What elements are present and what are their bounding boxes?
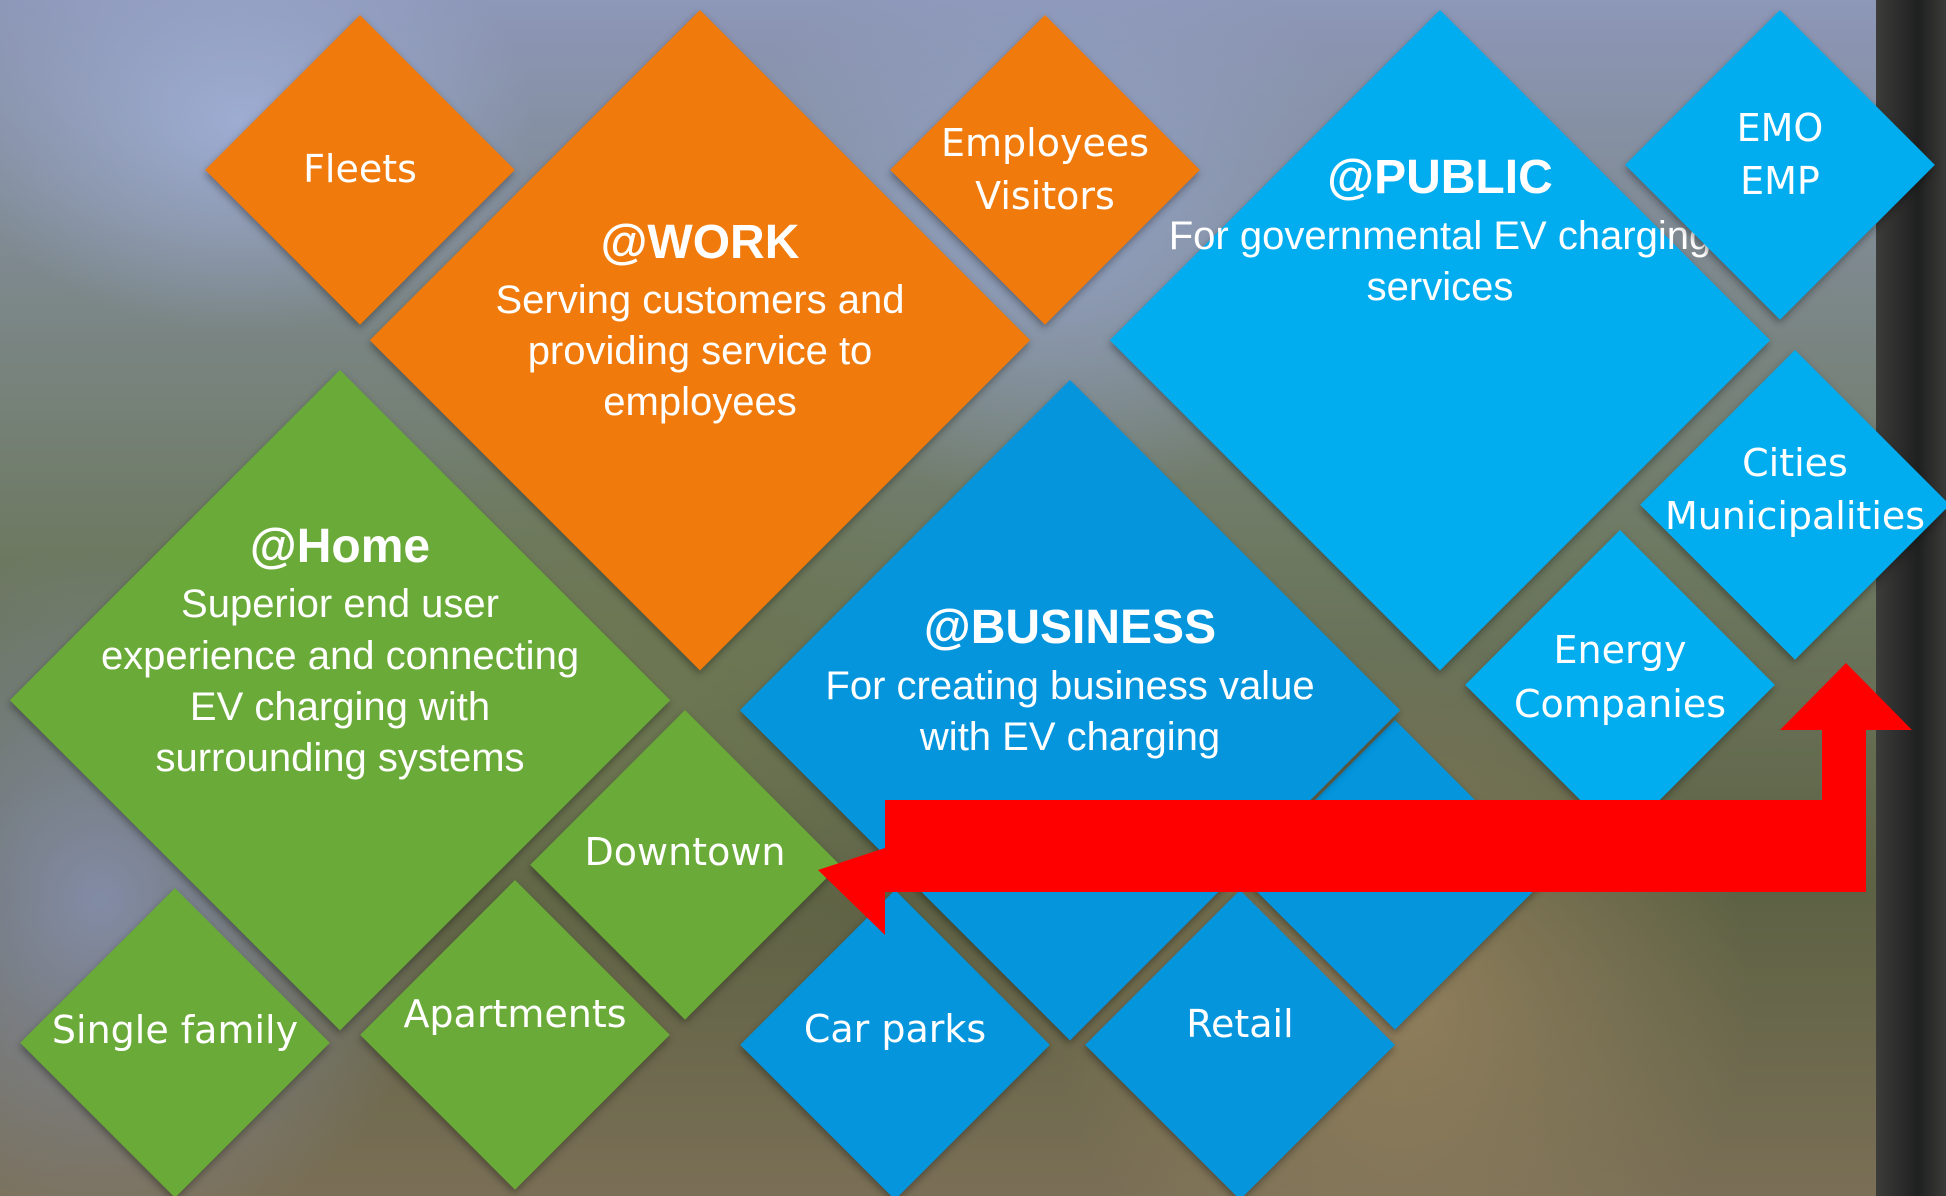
public-body: For governmental EV charging services: [1168, 213, 1712, 309]
business-body: For creating business value with EV char…: [825, 663, 1315, 759]
diamond-apartments: Apartments: [360, 880, 670, 1190]
home-heading: @Home: [249, 519, 431, 573]
energy-companies-label: Energy Companies: [1514, 624, 1726, 730]
single-family-label: Single family: [51, 1007, 299, 1052]
work-heading: @WORK: [600, 215, 800, 269]
business-text: @BUSINESS For creating business value wi…: [820, 597, 1320, 763]
diamond-retail: Retail: [1085, 890, 1395, 1196]
diamond-downtown: Downtown: [530, 710, 840, 1020]
emo-label: EMO: [1736, 105, 1824, 150]
diamond-business: @BUSINESS For creating business value wi…: [740, 380, 1400, 1040]
downtown-label: Downtown: [584, 829, 786, 874]
emp-label: EMP: [1740, 159, 1820, 203]
red-arrow-path: [818, 663, 1912, 935]
diamond-public: @PUBLIC For governmental EV charging ser…: [1110, 10, 1770, 670]
diamond-single-family: Single family: [20, 888, 330, 1196]
business-heading: @BUSINESS: [923, 601, 1217, 655]
diamond-home: @Home Superior end user experience and c…: [10, 370, 670, 1030]
diamond-energy-companies: Energy Companies: [1465, 530, 1775, 840]
cities-text: Cities: [1742, 440, 1848, 485]
public-heading: @PUBLIC: [1327, 151, 1553, 205]
energy-text: Energy: [1553, 628, 1687, 673]
home-text: @Home Superior end user experience and c…: [80, 516, 600, 784]
apartments-label: Apartments: [403, 992, 627, 1037]
home-body: Superior end user experience and connect…: [100, 582, 580, 780]
public-text: @PUBLIC For governmental EV charging ser…: [1140, 147, 1740, 313]
diamond-emo-emp: EMO EMP: [1625, 10, 1935, 320]
companies-text: Companies: [1513, 681, 1727, 726]
retail-label: Retail: [1186, 1002, 1294, 1047]
emo-emp-label: EMO EMP: [1737, 102, 1824, 208]
